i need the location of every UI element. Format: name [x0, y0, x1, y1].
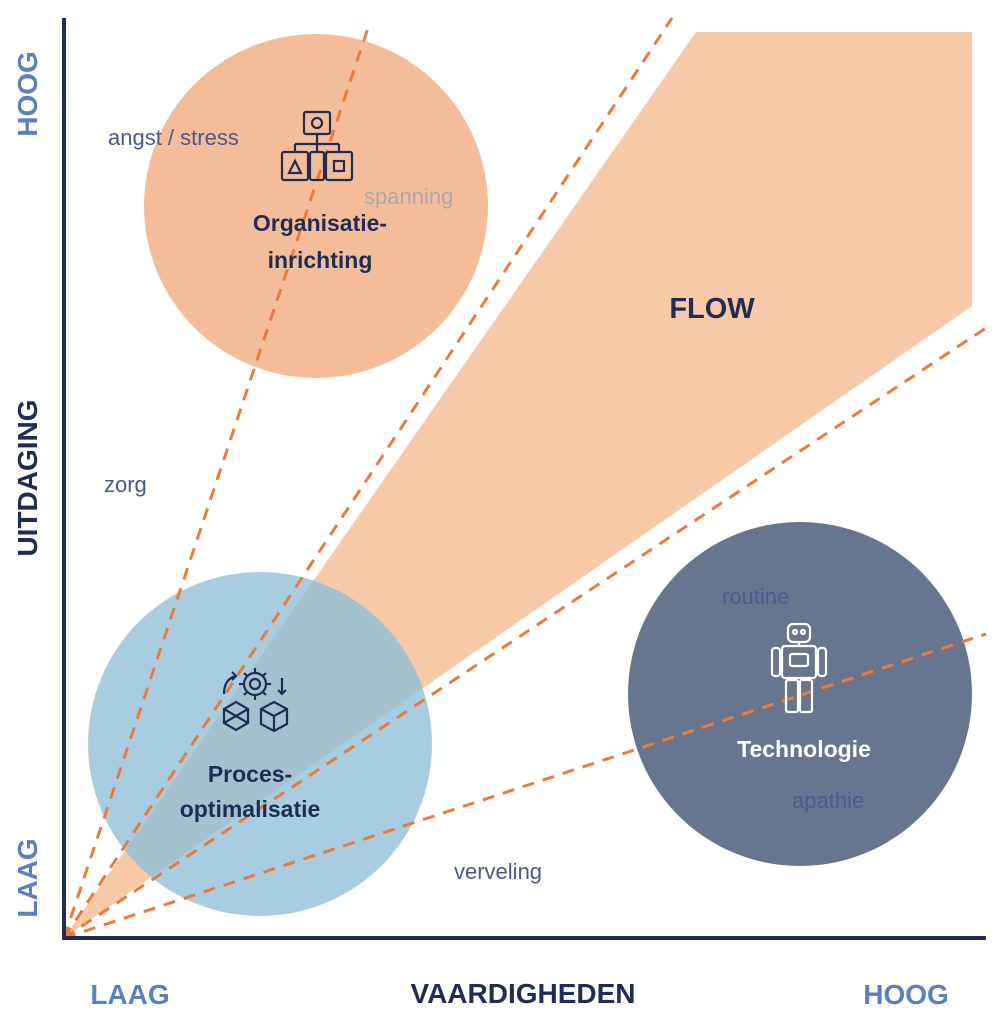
gears-cubes-icon [222, 668, 289, 733]
dashed-line-spanning [62, 17, 674, 939]
x-axis-high-label: HOOG [863, 979, 949, 1010]
zone-spanning: spanning [364, 184, 453, 209]
zone-zorg: zorg [104, 472, 147, 497]
proces-title-line2: optimalisatie [180, 796, 321, 822]
zone-angst-stress: angst / stress [108, 125, 239, 150]
organisatie-title-line1: Organisatie- [253, 210, 387, 236]
flow-label: FLOW [669, 293, 755, 325]
zone-verveling: verveling [454, 859, 542, 884]
zone-routine: routine [722, 584, 789, 609]
technologie-title: Technologie [737, 736, 871, 762]
y-axis-high-label: HOOG [12, 51, 43, 137]
y-axis-low-label: LAAG [12, 838, 43, 917]
x-axis-low-label: LAAG [90, 979, 169, 1010]
organisatie-title-line2: inrichting [268, 247, 373, 273]
x-axis-title: VAARDIGHEDEN [410, 978, 635, 1009]
dashed-line-routine [63, 326, 987, 940]
robot-icon [770, 622, 828, 714]
zone-apathie: apathie [792, 788, 864, 813]
proces-title-line1: Proces- [208, 761, 292, 787]
organisatie-circle [144, 34, 488, 378]
organization-chart-icon [280, 110, 354, 182]
y-axis-title: UITDAGING [12, 399, 43, 556]
proces-circle [88, 572, 432, 916]
dashed-line-verveling [63, 632, 987, 940]
